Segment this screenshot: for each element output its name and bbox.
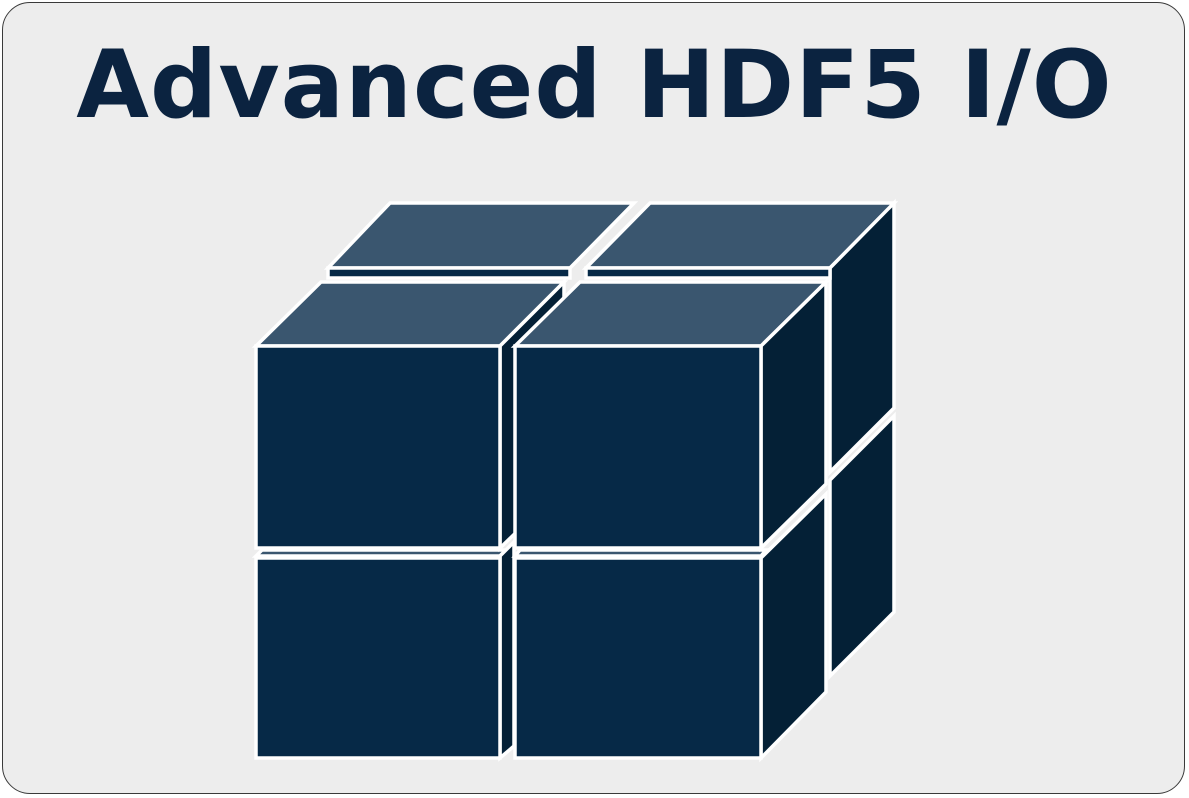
chunk-back-bottom-right-side (828, 411, 896, 681)
chunk-front-top-left-front (254, 344, 502, 550)
chunk-front-bottom-right (511, 489, 828, 763)
chunk-back-top-left-top (323, 201, 639, 270)
chunk-front-bottom-left-front (254, 556, 502, 760)
chunk-back-top-right (581, 198, 899, 477)
chunk-front-bottom-left (251, 537, 516, 762)
chunk-back-top-left-front (326, 266, 572, 280)
chunk-front-bottom-left-top (251, 548, 511, 558)
chunk-back-top-left (323, 201, 639, 280)
chunk-front-bottom-right-front (513, 556, 763, 760)
chunk-front-top-right-front (513, 344, 763, 550)
chunk-back-top-right-side (828, 198, 896, 477)
chunk-front-top-right (510, 277, 831, 553)
slide-title: Advanced HDF5 I/O (76, 31, 1113, 140)
chunk-back-top-right-front (584, 266, 832, 280)
chunk-front-bottom-right-top (511, 548, 770, 558)
chunk-back-bottom-right (828, 411, 896, 681)
chunk-front-bottom-left-side (498, 537, 516, 762)
